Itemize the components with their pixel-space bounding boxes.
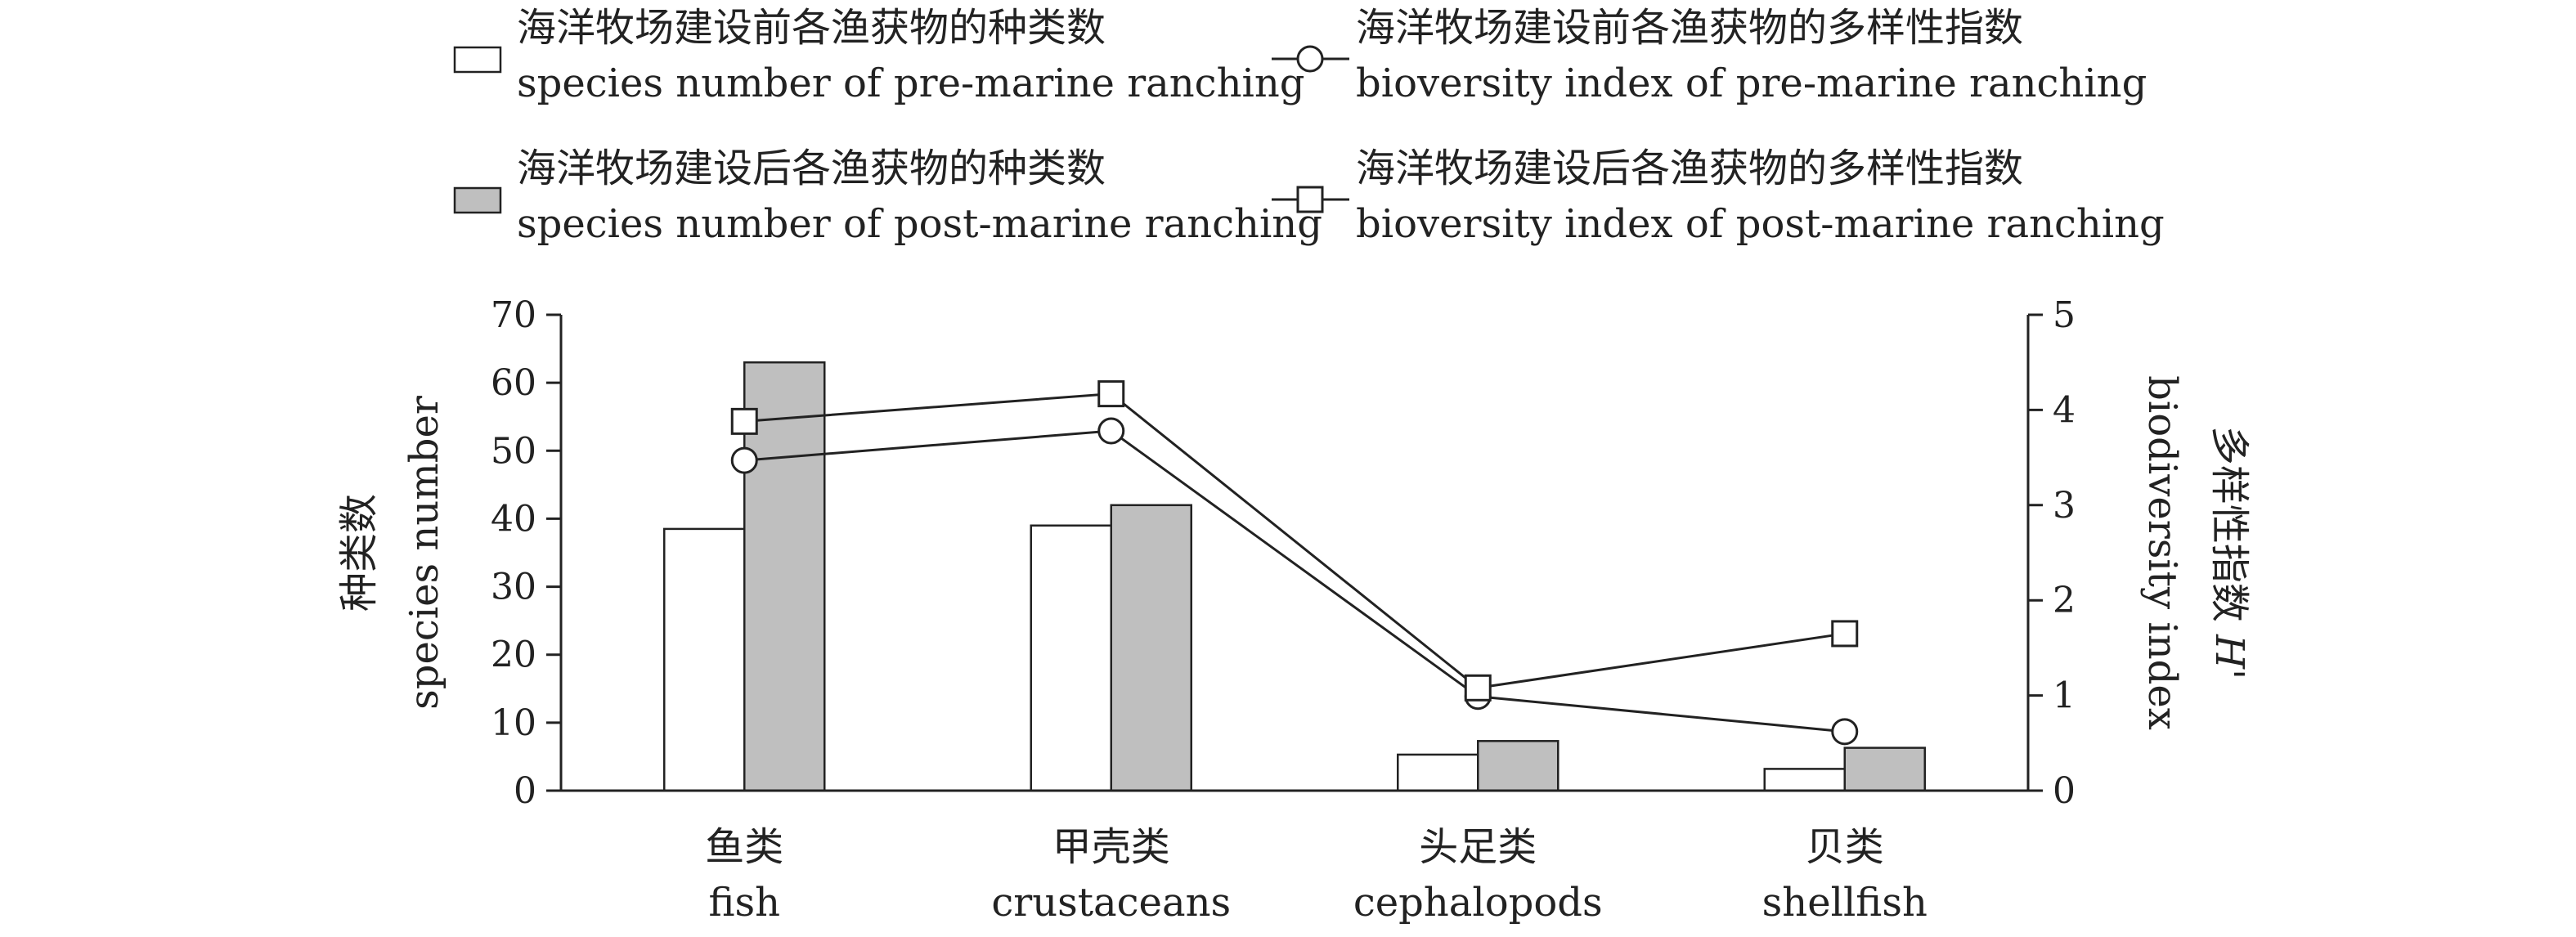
tick-label-right-3: 3 [2053,485,2076,527]
y-right-title-zh: 多样性指数 H' [2206,426,2252,679]
legend-swatch-post-species [453,186,502,214]
series-lines [730,380,1859,746]
bar-pre-cephalopods [1397,753,1479,792]
y-left-title-zh: 种类数 [336,494,382,612]
legend-label-en-pre-species: species number of pre-marine ranching [517,61,1304,106]
tick-label-left-40: 40 [491,498,536,540]
bar-pre-crustaceans [1030,524,1112,792]
marker-pre-shellfish [1831,718,1859,746]
category-label-en-fish: fish [708,880,780,926]
bar-pre-fish [663,527,746,792]
line-post-diversity [744,392,1845,689]
legend-label-zh-post-species: 海洋牧场建设后各渔获物的种类数 [517,146,1106,191]
line-pre-diversity [744,429,1845,733]
category-label-en-cephalopods: cephalopods [1353,880,1603,926]
legend-label-zh-pre-species: 海洋牧场建设前各渔获物的种类数 [517,5,1106,51]
category-label-zh-shellfish: 贝类 [1806,824,1884,870]
legend-label-zh-pre-diversity: 海洋牧场建设前各渔获物的多样性指数 [1356,5,2023,51]
axis-titles: 种类数 species number 多样性指数 H' biodiversity in… [336,375,2252,730]
tick-label-left-0: 0 [514,770,536,812]
legend-swatch-pre-species [453,46,502,74]
tick-label-left-50: 50 [491,430,536,472]
legend-marker-pre-diversity [1296,45,1324,73]
y-left-title-en: species number [402,396,447,710]
category-label-zh-cephalopods: 头足类 [1419,824,1537,870]
tick-label-left-10: 10 [491,702,536,744]
tick-label-right-2: 2 [2053,580,2076,621]
legend: 海洋牧场建设前各渔获物的种类数 species number of pre-mar… [453,5,2165,247]
tick-label-right-1: 1 [2053,675,2076,717]
marker-pre-fish [730,446,758,474]
bar-post-crustaceans [1110,504,1192,792]
tick-label-left-20: 20 [491,634,536,676]
legend-label-en-pre-diversity: bioversity index of pre-marine ranching [1356,61,2147,106]
legend-label-zh-post-diversity: 海洋牧场建设后各渔获物的多样性指数 [1356,146,2023,191]
bar-pre-shellfish [1763,768,1846,792]
y-right-title-en: biodiversity index [2139,375,2185,730]
tick-label-left-70: 70 [491,294,536,336]
category-label-en-crustaceans: crustaceans [991,880,1231,926]
marker-post-shellfish [1831,620,1859,648]
category-label-zh-crustaceans: 甲壳类 [1052,824,1170,870]
legend-label-en-post-diversity: bioversity index of post-marine ranching [1356,201,2165,247]
tick-label-left-60: 60 [491,362,536,404]
tick-label-right-4: 4 [2053,389,2076,431]
marker-post-cephalopods [1464,674,1492,702]
tick-label-right-5: 5 [2053,294,2076,336]
bar-post-shellfish [1843,746,1926,792]
axes: 0 10 20 30 40 50 60 70 0 1 2 3 4 5 [491,294,2076,812]
bars [663,361,1926,792]
tick-label-left-30: 30 [491,567,536,608]
category-labels: 鱼类 fish 甲壳类 crustaceans 头足类 cephalopods 贝类 shel… [705,824,1928,926]
category-label-zh-fish: 鱼类 [705,824,783,870]
tick-label-right-0: 0 [2053,770,2076,812]
marker-pre-crustaceans [1097,417,1125,445]
marker-post-crustaceans [1097,380,1125,408]
category-label-en-shellfish: shellfish [1762,880,1928,926]
legend-label-en-post-species: species number of post-marine ranching [517,201,1322,247]
bar-post-cephalopods [1477,740,1560,792]
legend-marker-post-diversity [1296,186,1324,213]
y-right-title-var: H' [2206,634,2252,679]
marker-post-fish [730,407,758,435]
